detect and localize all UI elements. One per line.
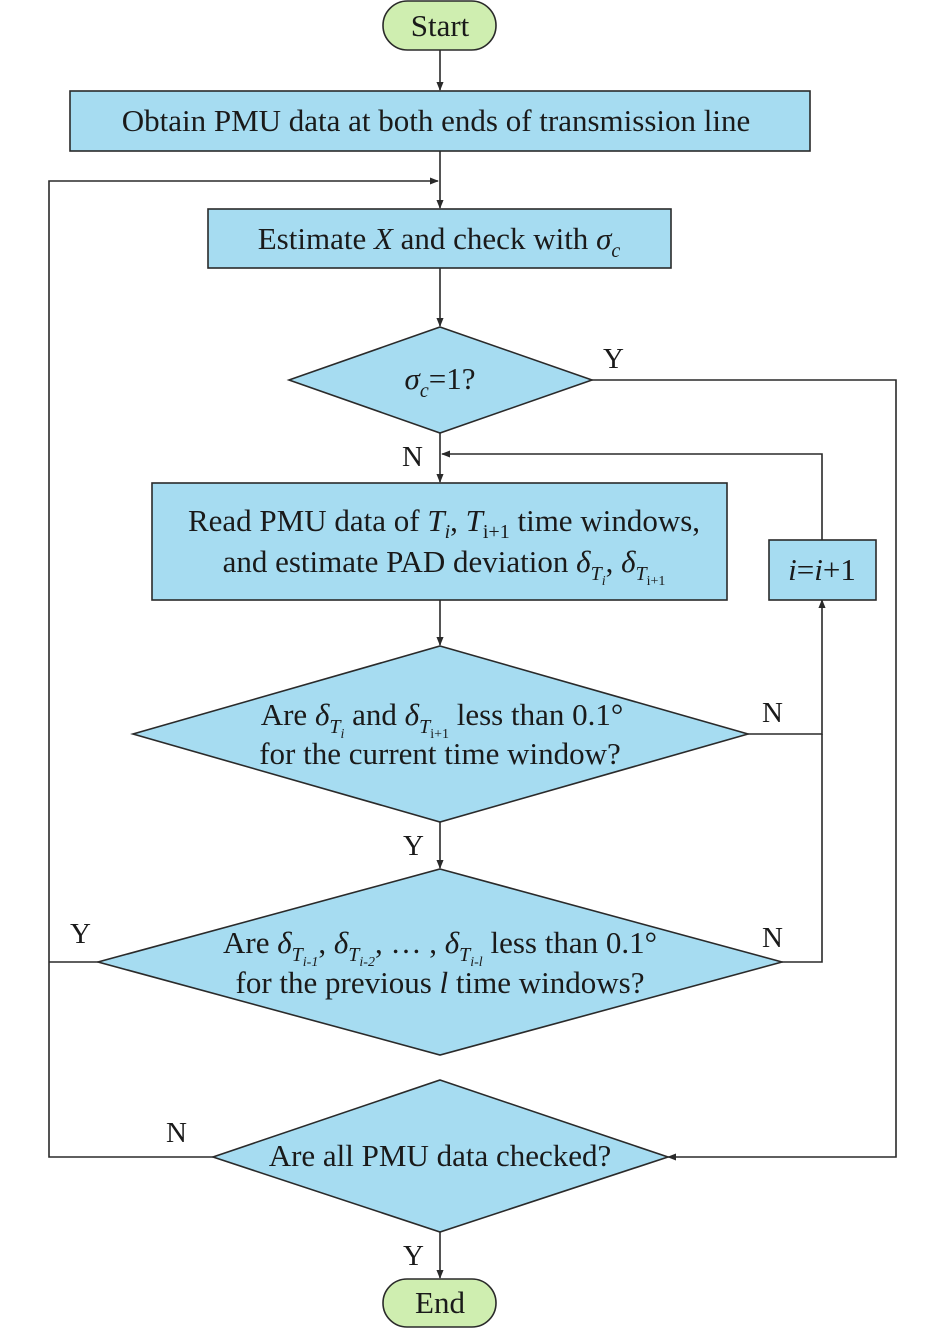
estimate-label: Estimate X and check with σc xyxy=(258,221,621,262)
edge-all-no-estimate xyxy=(48,177,439,1158)
label-sigma-no: N xyxy=(402,441,423,473)
node-estimate-x: Estimate X and check with σc xyxy=(207,208,672,269)
previous-check-line-1: Are δTi-1, δTi-2, … , δTi-l less than 0.… xyxy=(223,925,657,970)
current-check-line-2: for the current time window? xyxy=(259,736,621,771)
current-check-line-1: Are δTi and δTi+1 less than 0.1° xyxy=(261,697,624,742)
edge-labels: Y N N Y Y N N Y xyxy=(70,343,783,1272)
edge-previous-no-increment xyxy=(782,734,823,963)
node-sigma-check: σc=1? xyxy=(286,326,595,434)
node-end: End xyxy=(382,1278,497,1328)
label-previous-yes: Y xyxy=(70,918,91,950)
sigma-check-label: σc=1? xyxy=(405,361,476,402)
start-label: Start xyxy=(411,8,470,43)
previous-check-line-2: for the previous l time windows? xyxy=(236,965,645,1000)
edge-current-no-increment xyxy=(748,599,826,735)
label-previous-no: N xyxy=(762,922,783,954)
node-all-checked: Are all PMU data checked? xyxy=(210,1079,671,1233)
end-label: End xyxy=(415,1285,465,1320)
label-all-no: N xyxy=(166,1117,187,1149)
edge-sigma-yes-all xyxy=(592,379,897,1161)
label-current-yes: Y xyxy=(403,830,424,862)
label-current-no: N xyxy=(762,697,783,729)
read-line-2: and estimate PAD deviation δTi, δTi+1 xyxy=(223,544,666,589)
node-start: Start xyxy=(382,0,497,51)
obtain-label: Obtain PMU data at both ends of transmis… xyxy=(122,103,751,138)
increment-label: i=i+1 xyxy=(788,552,856,587)
label-sigma-yes: Y xyxy=(603,343,624,375)
label-all-yes: Y xyxy=(403,1240,424,1272)
read-line-1: Read PMU data of Ti, Ti+1 time windows, xyxy=(188,503,700,543)
connectors xyxy=(48,50,897,1279)
all-checked-label: Are all PMU data checked? xyxy=(269,1138,612,1173)
node-increment-i: i=i+1 xyxy=(768,539,877,601)
node-previous-windows-check: Are δTi-1, δTi-2, … , δTi-l less than 0.… xyxy=(94,868,786,1056)
node-current-window-check: Are δTi and δTi+1 less than 0.1° for the… xyxy=(130,645,751,823)
node-read-pmu: Read PMU data of Ti, Ti+1 time windows, … xyxy=(151,482,728,601)
node-obtain-data: Obtain PMU data at both ends of transmis… xyxy=(69,90,811,152)
edge-increment-read xyxy=(441,450,823,540)
